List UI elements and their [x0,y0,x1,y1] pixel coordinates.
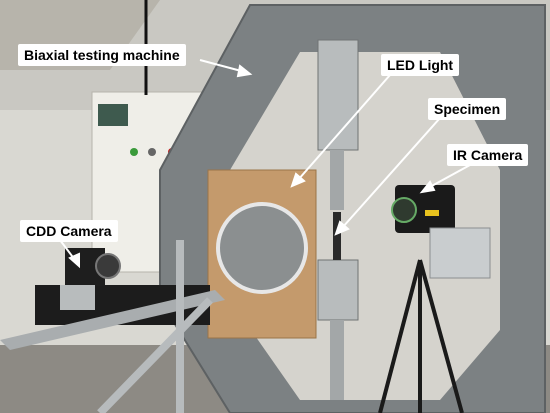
ir-camera-lens [391,197,417,223]
arrowhead-cdd [68,252,80,269]
arrow-led [297,74,391,181]
cabinet-button-gray [148,148,156,156]
lower-rod [330,320,344,400]
tripod-leg-right [418,259,464,413]
ir-camera-tag [425,210,439,216]
arrowhead-led [290,172,306,188]
arrow-specimen [341,117,441,229]
label-biaxial-testing-machine: Biaxial testing machine [18,44,186,66]
ir-camera-mount [429,227,491,279]
cdd-camera-lens [95,253,121,279]
led-ring-opening [216,202,308,294]
arrowhead-specimen [334,220,350,236]
annotation-arrows [59,59,471,269]
lower-grip [317,259,359,321]
actuator-column [317,39,359,151]
cdd-camera-mount [60,285,95,310]
label-cdd-camera: CDD Camera [20,220,118,242]
tripod-leg-left [378,259,422,413]
cabinet-button-green [130,148,138,156]
label-ir-camera: IR Camera [447,144,529,166]
arrowhead-biaxial [236,64,253,78]
arrow-ir [427,164,471,189]
cabinet-sticker [98,104,128,126]
arrow-biaxial [199,59,246,73]
actuator-rod [330,150,344,210]
arrowhead-ir [419,180,436,194]
rail-support [0,290,225,350]
profile-bar-2 [97,297,213,413]
specimen [333,212,341,260]
label-specimen: Specimen [428,98,507,120]
label-led-light: LED Light [381,54,460,76]
